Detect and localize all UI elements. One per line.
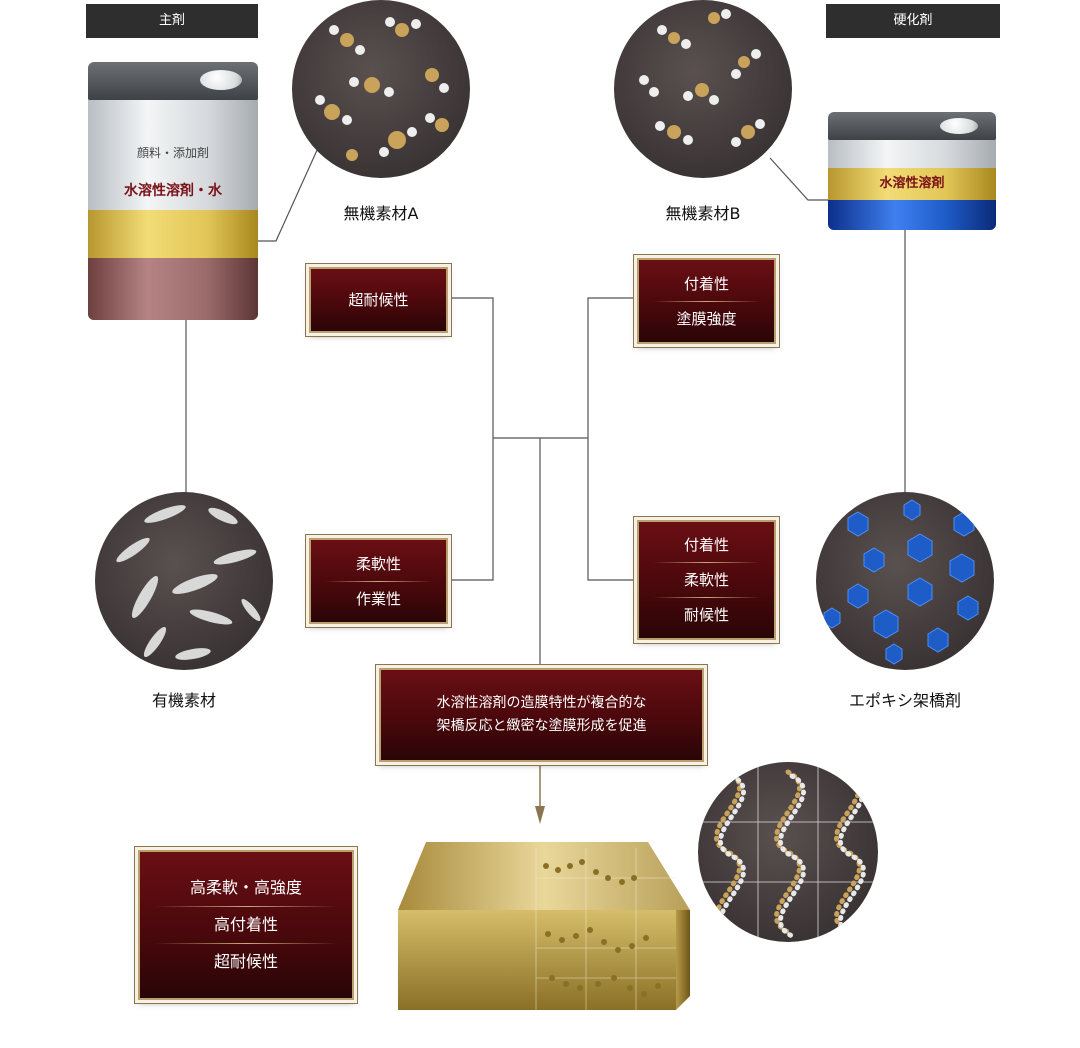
note-line-1: 水溶性溶剤の造膜特性が複合的な xyxy=(436,695,647,711)
property-box-flex-workability: 柔軟性 作業性 xyxy=(309,538,448,624)
result-properties-box: 高柔軟・高強度 高付着性 超耐候性 xyxy=(138,850,354,1000)
box-divider xyxy=(325,580,432,582)
property-box-super-weather: 超耐候性 xyxy=(309,267,448,333)
main-agent-tag: 主剤 xyxy=(86,4,258,38)
pigment-additive-label: 顔料・添加剤 xyxy=(136,146,209,160)
hardener-can: 水溶性溶剤 xyxy=(828,112,996,230)
property-adhesion: 付着性 xyxy=(683,274,729,293)
inorganic-b-label: 無機素材B xyxy=(665,204,741,223)
property-workability: 作業性 xyxy=(355,589,401,608)
result-adhesion: 高付着性 xyxy=(213,915,278,934)
property-super-weather: 超耐候性 xyxy=(348,291,409,309)
box-divider xyxy=(154,943,338,944)
hardener-tag: 硬化剤 xyxy=(826,4,1000,38)
epoxy-crosslinker-circle xyxy=(816,492,994,670)
note-line-2: 架橋反応と緻密な塗膜形成を促進 xyxy=(436,718,647,734)
water-solvent-label: 水溶性溶剤・水 xyxy=(124,183,222,199)
property-flexibility: 柔軟性 xyxy=(683,571,729,589)
result-super-weather: 超耐候性 xyxy=(213,952,278,971)
box-divider xyxy=(653,562,760,563)
coating-film-block xyxy=(386,838,694,1018)
inorganic-a-molecule-circle xyxy=(292,0,470,178)
box-divider xyxy=(154,906,338,907)
box-divider xyxy=(653,597,760,598)
inorganic-a-label: 無機素材A xyxy=(343,204,419,223)
result-flex-strength: 高柔軟・高強度 xyxy=(189,878,302,897)
film-formation-note: 水溶性溶剤の造膜特性が複合的な 架橋反応と緻密な塗膜形成を促進 xyxy=(379,668,704,762)
property-box-adhesion-strength: 付着性 塗膜強度 xyxy=(637,258,776,344)
property-film-strength: 塗膜強度 xyxy=(676,309,737,328)
property-box-adhesion-flex-weather: 付着性 柔軟性 耐候性 xyxy=(637,520,776,640)
main-agent-can: 顔料・添加剤 水溶性溶剤・水 xyxy=(88,62,258,320)
property-flexibility: 柔軟性 xyxy=(355,554,401,573)
epoxy-crosslinker-label: エポキシ架橋剤 xyxy=(848,691,961,710)
crosslink-network-circle xyxy=(698,762,878,942)
box-divider xyxy=(653,300,760,302)
property-weather-resistance: 耐候性 xyxy=(683,606,729,624)
hardener-solvent-label: 水溶性溶剤 xyxy=(879,176,945,191)
property-adhesion: 付着性 xyxy=(683,536,729,554)
organic-material-label: 有機素材 xyxy=(151,691,216,710)
inorganic-b-molecule-circle xyxy=(614,0,792,178)
organic-material-circle xyxy=(95,492,273,670)
